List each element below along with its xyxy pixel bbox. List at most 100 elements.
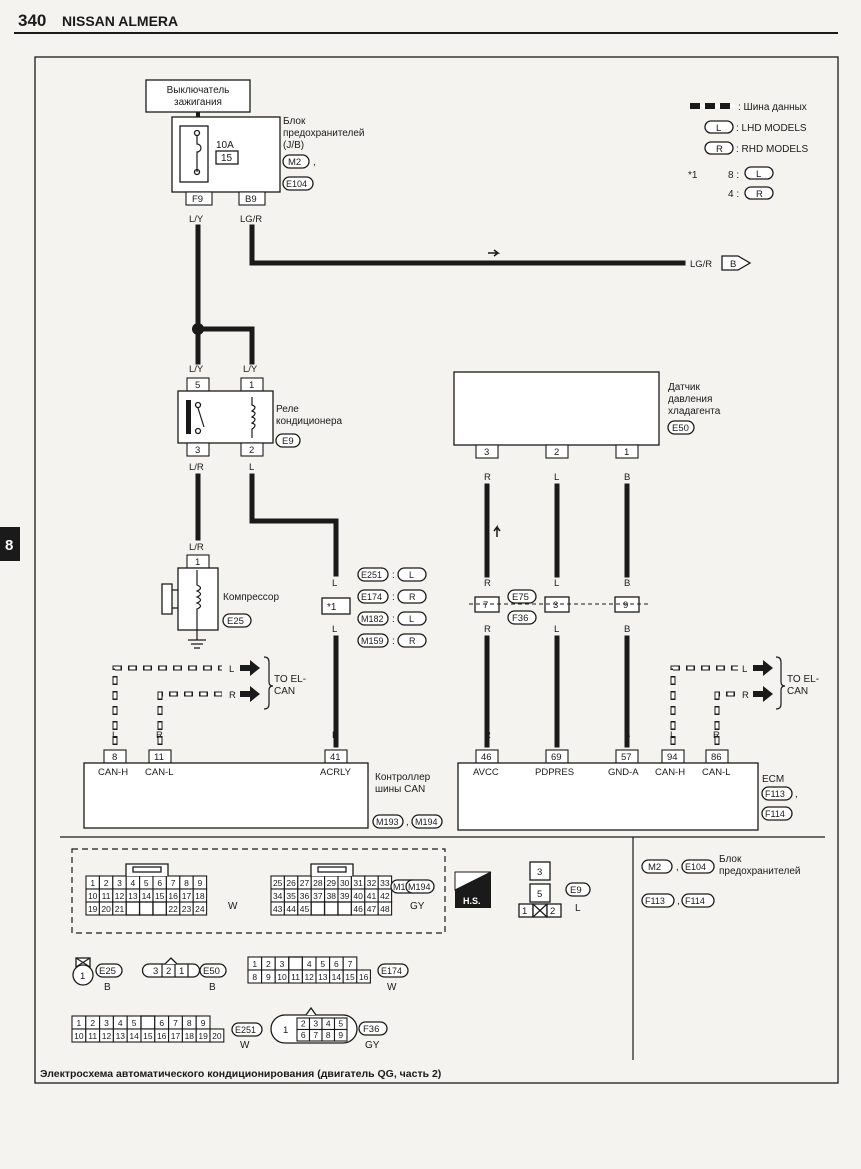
wire-fuse-right: LG/R	[240, 214, 262, 225]
connector-pin-label: 1	[90, 878, 95, 888]
joint-wire-bottom-l: L	[554, 624, 559, 635]
connector-pin-label: 17	[171, 1031, 181, 1041]
connector-pin-label: 26	[286, 878, 296, 888]
legend-star-l: 8 :	[728, 170, 739, 181]
connector-pin	[333, 1028, 348, 1042]
connector-pin-label: 4	[307, 959, 312, 969]
wire-acrly: L	[332, 730, 337, 741]
compressor-pin: 1	[195, 557, 200, 568]
connector-pin	[310, 901, 326, 916]
fuse-conn-m2: M2	[288, 157, 301, 168]
connector-pin-label: 42	[380, 891, 390, 901]
connector-pin-label: 6	[301, 1030, 306, 1040]
m194-color: GY	[410, 901, 425, 912]
sensor-pin-3: 3	[484, 447, 489, 458]
section-tab	[0, 527, 20, 561]
legend-lhd-tag: L	[716, 123, 721, 134]
can-right-l-tag: R	[742, 690, 749, 701]
diagram-caption: Электросхема автоматического кондиционир…	[40, 1068, 441, 1080]
e174-color: W	[387, 982, 397, 993]
connector-pin-label: 15	[155, 891, 165, 901]
can-left-to: TO EL-CAN	[274, 674, 306, 697]
fuse-amp: 10A	[216, 140, 234, 151]
connector-pin-label: 11	[102, 891, 111, 901]
svg-text:R: R	[409, 636, 416, 646]
svg-text::: :	[392, 570, 395, 581]
offpage-connector-b	[721, 255, 752, 271]
connector-pin-label: 4	[326, 1019, 331, 1029]
connector-pin-label: 9	[198, 878, 203, 888]
connector-pin-label: 2	[301, 1019, 306, 1029]
can-left-l-tag: R	[229, 690, 236, 701]
can-right-wire-l: R	[713, 730, 720, 741]
joint-pin-3: 3	[553, 600, 558, 611]
can-controller	[83, 762, 369, 829]
ecm-label: ECM	[762, 774, 784, 785]
joint-pin-7: 7	[483, 600, 488, 611]
offpage-letter: B	[730, 259, 736, 270]
relay-pin-5: 5	[195, 380, 200, 391]
connector-pin-label: 1	[252, 959, 257, 969]
f36-color: GY	[365, 1040, 380, 1051]
can-ctrl-pin-41: 41	[330, 752, 341, 763]
connector-pin-label: 15	[143, 1031, 153, 1041]
ecm-wire-gnd: B	[624, 730, 630, 741]
connector-pin-label: 29	[327, 878, 337, 888]
wire-relay-in-right: L/Y	[243, 364, 258, 375]
star-connector	[321, 597, 351, 615]
svg-text:1: 1	[283, 1025, 288, 1036]
svg-text:3: 3	[153, 966, 158, 977]
legend-data-bus: : Шина данных	[738, 102, 807, 113]
svg-text:1: 1	[522, 906, 527, 917]
connector-pin-label: 13	[318, 972, 328, 982]
connector-pin-label: 8	[252, 972, 257, 982]
connector-pin-label: 10	[74, 1031, 84, 1041]
ecm-pin-69: 69	[551, 752, 562, 763]
connector-pin-label: 13	[128, 891, 138, 901]
connector-pin-label: 4	[131, 878, 136, 888]
connector-pin-label: 10	[277, 972, 287, 982]
connector-pin-label: 11	[291, 972, 300, 982]
connector-pin-label: 19	[198, 1031, 208, 1041]
legend-star-r-tag: R	[756, 189, 763, 200]
connector-e50: 3 2 1	[141, 957, 201, 978]
can-ctrl-pin-8: 8	[112, 752, 117, 763]
connector-pin	[323, 901, 339, 916]
connector-pin-label: 8	[326, 1030, 331, 1040]
legend-star-r: 4 :	[728, 189, 739, 200]
joint-pin-9: 9	[623, 600, 628, 611]
ref-conn-m2: M2	[648, 862, 661, 873]
ecm-pin-94: 94	[667, 752, 678, 763]
connector-pin-label: 18	[185, 1031, 195, 1041]
joint-conn-e75: E75	[512, 592, 529, 603]
m193-id: M193	[393, 882, 416, 892]
ecm-conn1: F113	[765, 789, 785, 799]
ref-conn-e104: E104	[685, 862, 706, 872]
connector-pin	[288, 956, 304, 971]
connector-pin-label: 19	[88, 904, 98, 914]
connector-pin-label: 12	[304, 972, 314, 982]
svg-text:5: 5	[537, 889, 542, 900]
sensor-wire-l: L	[554, 472, 559, 483]
connector-pin	[125, 901, 141, 916]
connector-pin-label: 38	[327, 891, 337, 901]
offpage-wire: LG/R	[690, 259, 712, 270]
can-ctrl-can-h: CAN-H	[98, 767, 128, 778]
connector-pin-label: 43	[273, 904, 283, 914]
connector-pin-label: 14	[142, 891, 152, 901]
page-number: 340	[18, 11, 46, 30]
joint-wire-bottom-b: B	[624, 624, 630, 635]
connector-pin-label: 32	[367, 878, 377, 888]
connector-pin-label: 16	[168, 891, 178, 901]
ecm-conn2: F114	[765, 809, 785, 819]
connector-pin-label: 25	[273, 878, 283, 888]
ecm-pin-86: 86	[711, 752, 722, 763]
legend-star-note: *1	[688, 170, 698, 181]
can-connectors-group	[71, 848, 446, 934]
e174-id: E174	[381, 966, 402, 976]
connector-pin-label: 40	[353, 891, 363, 901]
